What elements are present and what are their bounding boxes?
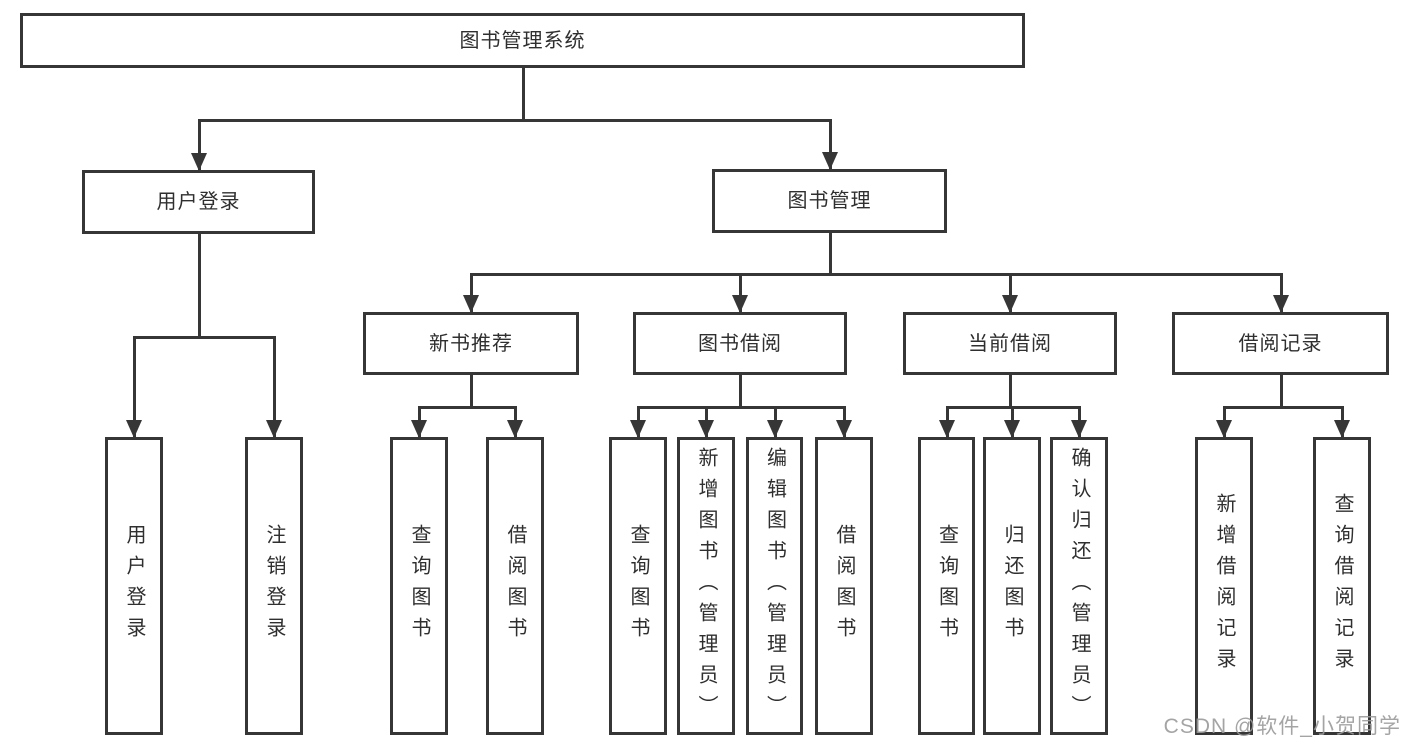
node-label: 确认归还（管理员） (1068, 446, 1090, 726)
arrow-down-icon (1334, 420, 1350, 438)
node-label: 新增图书（管理员） (695, 446, 717, 726)
node-label: 编辑图书（管理员） (763, 446, 786, 726)
node-bb-query-book: 查询图书 (609, 437, 667, 735)
connector-line (418, 406, 517, 409)
arrow-down-icon (191, 153, 207, 171)
node-label: 当前借阅 (968, 332, 1052, 355)
node-label: 查询图书 (935, 524, 958, 648)
node-label: 归还图书 (1001, 524, 1023, 648)
connector-line (829, 119, 832, 169)
connector-line (198, 232, 201, 339)
node-label: 查询借阅记录 (1331, 493, 1353, 679)
arrow-down-icon (463, 295, 479, 313)
connector-line (739, 273, 742, 312)
connector-line (133, 336, 276, 339)
arrow-down-icon (1273, 295, 1289, 313)
node-bb-edit-book: 编辑图书（管理员） (746, 437, 803, 735)
connector-line (1009, 273, 1012, 312)
node-label: 注销登录 (263, 524, 285, 648)
arrow-down-icon (630, 420, 646, 438)
node-book-mgmt: 图书管理 (712, 169, 947, 233)
arrow-down-icon (1002, 295, 1018, 313)
node-br-query-record: 查询借阅记录 (1313, 437, 1371, 735)
arrow-down-icon (939, 420, 955, 438)
node-label: 图书借阅 (698, 332, 782, 355)
node-label: 借阅图书 (833, 524, 855, 648)
connector-line (273, 336, 276, 437)
watermark: CSDN @软件_小贺同学 (1163, 715, 1401, 738)
connector-line (1009, 373, 1012, 409)
connector-line (1223, 406, 1344, 409)
arrow-down-icon (266, 420, 282, 438)
connector-line (198, 119, 832, 122)
arrow-down-icon (411, 420, 427, 438)
node-rec-query-book: 查询图书 (390, 437, 448, 735)
node-borrow-records: 借阅记录 (1172, 312, 1389, 375)
node-label: 用户登录 (123, 524, 145, 648)
node-br-add-record: 新增借阅记录 (1195, 437, 1253, 735)
node-bb-add-book: 新增图书（管理员） (677, 437, 735, 735)
connector-line (739, 373, 742, 409)
arrow-down-icon (698, 420, 714, 438)
arrow-down-icon (1216, 420, 1232, 438)
node-new-book-rec: 新书推荐 (363, 312, 579, 375)
arrow-down-icon (507, 420, 523, 438)
node-root: 图书管理系统 (20, 13, 1025, 68)
arrow-down-icon (767, 420, 783, 438)
node-logout: 注销登录 (245, 437, 303, 735)
node-current-borrow: 当前借阅 (903, 312, 1117, 375)
connector-line (829, 231, 832, 276)
node-label: 查询图书 (408, 524, 430, 648)
connector-line (522, 66, 525, 122)
arrow-down-icon (1071, 420, 1087, 438)
connector-line (198, 119, 201, 170)
connector-line (470, 373, 473, 409)
connector-line (637, 406, 846, 409)
node-book-borrow: 图书借阅 (633, 312, 847, 375)
node-cb-query-book: 查询图书 (918, 437, 975, 735)
node-label: 图书管理系统 (459, 29, 586, 52)
node-cb-return-book: 归还图书 (983, 437, 1041, 735)
node-rec-borrow-book: 借阅图书 (486, 437, 544, 735)
connector-line (1280, 373, 1283, 409)
arrow-down-icon (126, 420, 142, 438)
connector-line (470, 273, 1283, 276)
node-bb-borrow-book: 借阅图书 (815, 437, 873, 735)
node-label: 查询图书 (627, 524, 649, 648)
arrow-down-icon (1004, 420, 1020, 438)
arrow-down-icon (732, 295, 748, 313)
connector-line (133, 336, 136, 437)
node-label: 新书推荐 (429, 332, 513, 355)
connector-line (1280, 273, 1283, 312)
arrow-down-icon (836, 420, 852, 438)
node-label: 借阅图书 (504, 524, 526, 648)
node-cb-confirm-return: 确认归还（管理员） (1050, 437, 1108, 735)
node-login: 用户登录 (105, 437, 163, 735)
arrow-down-icon (822, 152, 838, 170)
node-label: 图书管理 (787, 190, 872, 212)
node-label: 新增借阅记录 (1213, 493, 1235, 679)
connector-line (470, 273, 473, 312)
node-user-login: 用户登录 (82, 170, 315, 234)
node-label: 用户登录 (156, 191, 241, 213)
node-label: 借阅记录 (1238, 332, 1323, 355)
